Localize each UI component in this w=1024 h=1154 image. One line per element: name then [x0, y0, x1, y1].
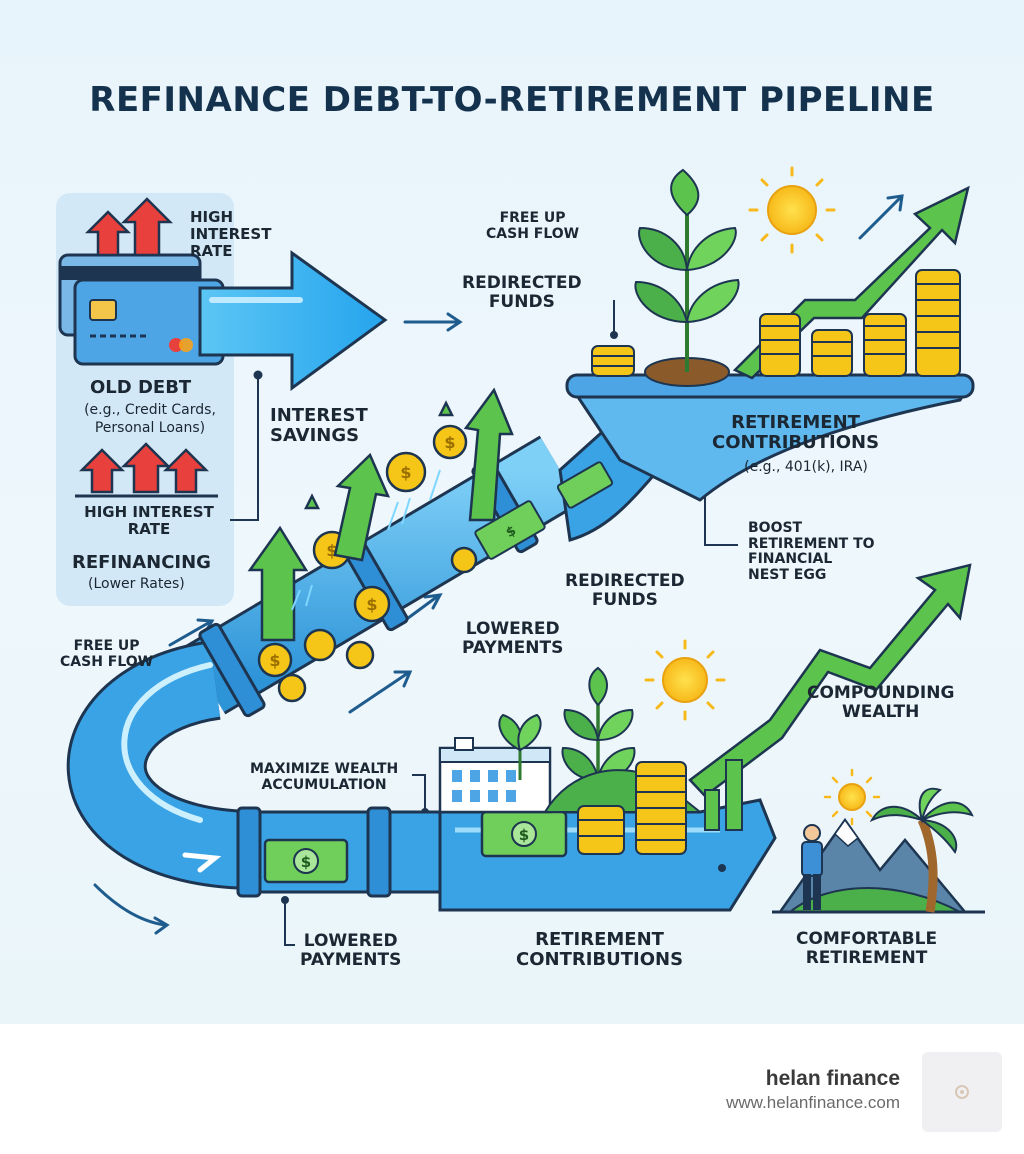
coin-stack-icon	[577, 761, 687, 855]
redirected-funds-label: REDIRECTED FUNDS	[462, 273, 582, 313]
compounding-wealth-label: COMPOUNDING WEALTH	[807, 683, 955, 723]
svg-text:$: $	[400, 463, 411, 482]
svg-text:$: $	[519, 826, 529, 844]
high-interest-rate-label: HIGH INTEREST RATE	[190, 208, 272, 260]
refinancing-label: REFINANCING	[72, 552, 211, 573]
old-debt-sublabel: (e.g., Credit Cards, Personal Loans)	[84, 402, 216, 437]
plant-icon	[634, 168, 740, 387]
svg-text:$: $	[301, 853, 311, 871]
retirement-contributions-label: RETIREMENT CONTRIBUTIONS	[712, 412, 880, 454]
svg-text:$: $	[444, 433, 455, 452]
pipeline-illustration: $$$$$ $ $ $	[58, 166, 985, 946]
lowered-payments-label: LOWERED PAYMENTS	[462, 619, 564, 659]
motion-lines	[291, 469, 441, 611]
building-icon	[438, 737, 552, 814]
lowered-payments-label-2: LOWERED PAYMENTS	[300, 931, 402, 971]
growth-arrow-icon	[688, 563, 972, 798]
svg-text:$: $	[366, 595, 377, 614]
retirement-contributions-label-2: RETIREMENT CONTRIBUTIONS	[516, 929, 684, 971]
brand-name: helan finance	[765, 1067, 900, 1090]
free-up-cash-flow-label-2: FREE UP CASH FLOW	[60, 638, 154, 670]
infographic-canvas: $$$$$ $ $ $	[0, 0, 1024, 1024]
page-title: REFINANCE DEBT-TO-RETIREMENT PIPELINE	[89, 80, 935, 120]
high-interest-rate-label-2: HIGH INTEREST RATE	[84, 503, 214, 538]
free-up-cash-flow-label: FREE UP CASH FLOW	[486, 210, 580, 242]
pipe-icon	[66, 373, 975, 912]
sun-icon	[823, 768, 881, 826]
retirement-contributions-sublabel: (e.g., 401(k), IRA)	[744, 459, 868, 475]
footer	[0, 1024, 1024, 1154]
maximize-wealth-label: MAXIMIZE WEALTH ACCUMULATION	[250, 761, 399, 793]
interest-savings-label: INTEREST SAVINGS	[270, 405, 368, 447]
old-debt-label: OLD DEBT	[90, 377, 192, 398]
refinancing-sublabel: (Lower Rates)	[88, 576, 185, 592]
coin-stack-icon	[591, 269, 961, 377]
flow-arrow-icon	[93, 194, 904, 935]
palm-tree-icon	[869, 787, 974, 913]
redirected-funds-label-2: REDIRECTED FUNDS	[565, 571, 685, 611]
boost-retirement-label: BOOST RETIREMENT TO FINANCIAL NEST EGG	[748, 520, 875, 584]
red-arrow-icon	[84, 197, 174, 257]
coin-symbol: $ $ $ $ $	[269, 433, 455, 670]
bar-icon	[704, 759, 743, 831]
person-icon	[801, 824, 823, 910]
dollar-bill-icon: $ $ $	[263, 461, 614, 884]
sun-icon	[748, 166, 836, 254]
growth-arrow-icon	[247, 387, 514, 642]
red-arrow-icon	[78, 442, 210, 494]
svg-text:$: $	[269, 651, 280, 670]
logo-icon	[922, 1052, 1002, 1132]
blue-arrow-icon	[198, 250, 388, 391]
comfortable-retirement-label: COMFORTABLE RETIREMENT	[796, 929, 938, 969]
sun-icon	[644, 639, 726, 721]
svg-text:$: $	[326, 541, 337, 560]
brand-url: www.helanfinance.com	[726, 1093, 900, 1112]
